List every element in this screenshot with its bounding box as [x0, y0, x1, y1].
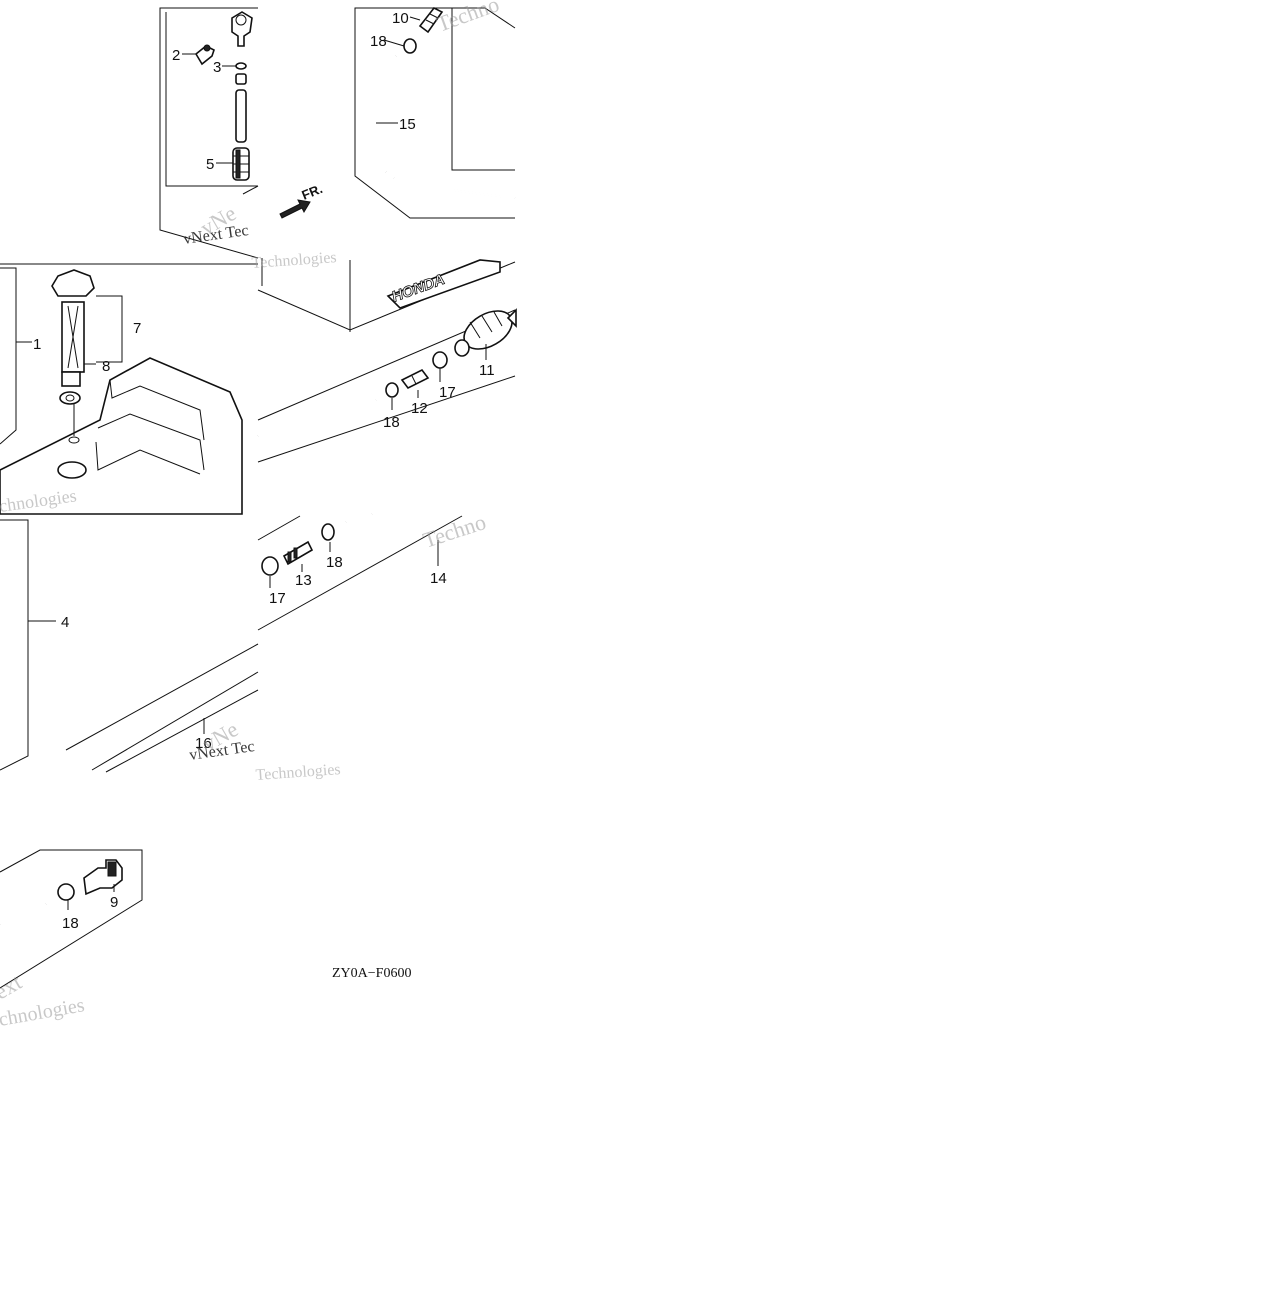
front-direction-label: FR.: [300, 181, 325, 203]
part-9-connector: [83, 859, 123, 896]
watermarks: vNext Tec Technologies vNe Techno chnolo…: [0, 0, 502, 1031]
callout-7: 7: [133, 320, 141, 337]
callout-10: 10: [392, 10, 409, 27]
part-13-joint: [282, 540, 314, 566]
watermark-fragment-bottom: chnologies: [0, 994, 86, 1031]
callout-18-lower: 18: [326, 554, 343, 571]
watermark-tech-bottom: Technologies: [255, 761, 341, 784]
callout-14: 14: [430, 570, 447, 587]
part-18-clip-top: [403, 38, 417, 54]
tank-brand-badge: [386, 259, 501, 309]
panel-hose: [279, 6, 516, 219]
callout-18-mid: 18: [383, 414, 400, 431]
watermark-tech-top: Technologies: [251, 249, 337, 272]
front-direction-arrow: [279, 199, 311, 219]
part-12-joint: [400, 368, 430, 390]
watermark-fragment-top-right: Techno: [433, 0, 502, 37]
part-7-fuel-gauge: [51, 269, 95, 387]
part-11-primer-bulb: [454, 308, 517, 357]
part-17-washer-top: [432, 351, 448, 369]
part-18-clip-lower: [321, 523, 335, 541]
callout-4: 4: [61, 614, 69, 631]
panel-tank-side: [0, 519, 259, 773]
panel-tank-primer: [257, 258, 517, 463]
callout-2: 2: [172, 47, 180, 64]
watermark-fragment-mid-right: Techno: [420, 509, 489, 553]
panel-hose-joint: [257, 511, 463, 631]
part-elbow-joint: [231, 11, 253, 47]
part-18-clip-mid: [385, 382, 399, 398]
part-8-seal: [59, 391, 81, 405]
callout-labels: 1 2 3 4 5 7 8 9 10 11 12 13 14 15 16 17 …: [33, 10, 495, 932]
figure-code: ZY0A−F0600: [332, 966, 411, 981]
callout-11: 11: [479, 362, 495, 379]
callout-3: 3: [213, 59, 221, 76]
callout-1: 1: [33, 336, 41, 353]
callout-5: 5: [206, 156, 214, 173]
callout-18-bottom: 18: [62, 915, 79, 932]
part-3-washer: [235, 62, 247, 70]
part-17-washer-bottom: [261, 556, 279, 576]
callout-17-top: 17: [439, 384, 456, 401]
part-18-clip-bottom: [57, 883, 75, 901]
callout-8: 8: [102, 358, 110, 375]
panel-fuel-tank: [0, 263, 258, 515]
part-10-connector: [418, 6, 444, 34]
callout-9: 9: [110, 894, 118, 911]
callout-17-bottom: 17: [269, 590, 286, 607]
part-pipe: [235, 89, 247, 143]
part-4-tank-body: [0, 357, 243, 515]
panel-fuel-joint: [159, 7, 259, 259]
callout-15: 15: [399, 116, 416, 133]
callout-16: 16: [195, 735, 212, 752]
panel-tank-connector: [0, 849, 143, 989]
part-5-strainer: [232, 147, 250, 181]
callout-18-top: 18: [370, 33, 387, 50]
callout-13: 13: [295, 572, 312, 589]
part-2-fitting: [194, 44, 215, 66]
callout-12: 12: [411, 400, 428, 417]
